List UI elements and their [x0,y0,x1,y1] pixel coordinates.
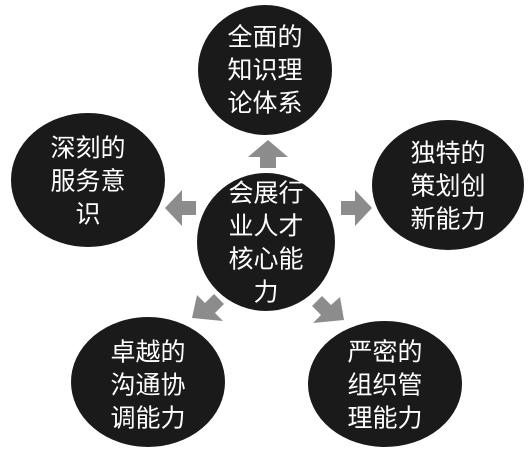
arrow-bottom-right-icon [312,296,344,323]
node-bottom-left-line-2: 沟通协 [110,371,185,400]
node-left-line-2: 服务意 [50,167,125,196]
arrows [165,140,372,323]
center-line-1: 会展行 [228,179,303,208]
node-bottom-right-line-2: 组织管 [347,371,422,400]
node-bottom-right-line-1: 严密的 [347,338,422,367]
arrow-right-icon [341,190,372,226]
node-organization-management: 严密的 组织管 理能力 [306,319,464,449]
node-top-line-2: 知识理 [227,56,302,85]
node-left-line-1: 深刻的 [50,134,125,163]
arrow-up-icon [248,140,288,168]
center-line-2: 业人才 [228,212,303,241]
node-core-competency: 会展行 业人才 核心能 力 [195,171,337,313]
node-bottom-right-line-3: 理能力 [347,404,422,433]
arrow-bottom-left-icon [192,294,224,321]
node-right-line-1: 独特的 [410,139,485,168]
node-right-line-3: 新能力 [410,205,485,234]
node-planning-innovation: 独特的 策划创 新能力 [370,118,526,252]
node-top-line-3: 论体系 [227,89,302,118]
center-line-4: 力 [253,278,278,307]
node-communication-coordination: 卓越的 沟通协 调能力 [69,315,227,449]
node-knowledge-system: 全面的 知识理 论体系 [196,3,334,137]
node-top-line-1: 全面的 [227,23,302,52]
node-bottom-left-line-3: 调能力 [110,404,185,433]
node-left-line-3: 识 [75,200,100,229]
node-service-awareness: 深刻的 服务意 识 [9,111,167,249]
node-right-line-2: 策划创 [410,172,485,201]
arrow-left-icon [165,190,196,226]
node-bottom-left-line-1: 卓越的 [110,338,185,367]
center-line-3: 核心能 [228,245,303,274]
